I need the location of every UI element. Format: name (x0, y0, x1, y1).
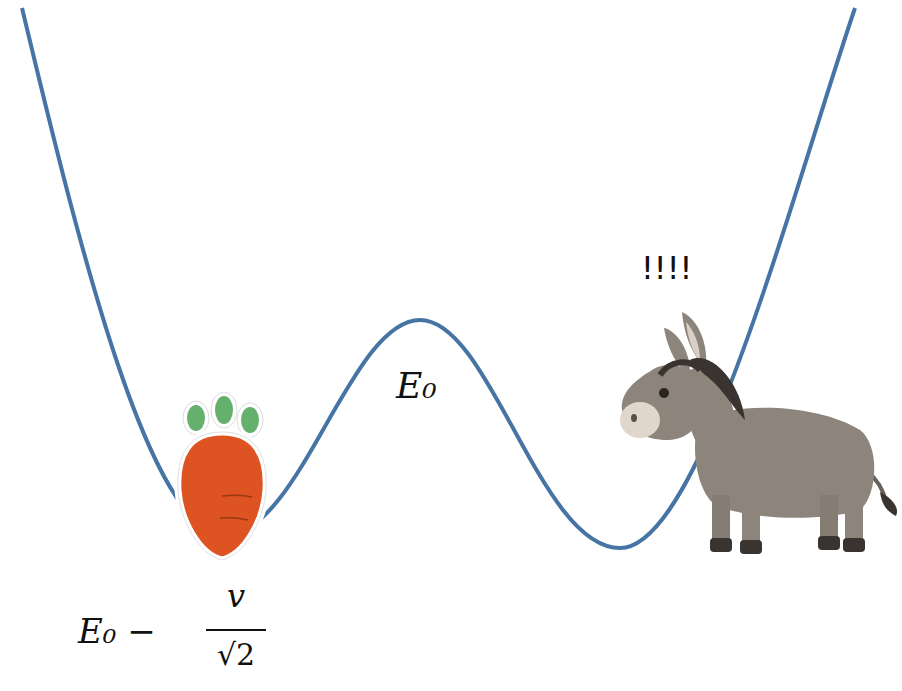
donkey-icon (620, 312, 897, 554)
carrot-icon (178, 392, 266, 560)
fraction-denominator: √2 (217, 640, 255, 670)
fraction-bar (206, 629, 266, 631)
fraction-numerator: v (227, 580, 245, 612)
barrier-energy-label: E₀ (396, 368, 437, 404)
well-energy-label: E₀ − (78, 614, 156, 648)
exclamation-label: !!!! (641, 252, 692, 284)
